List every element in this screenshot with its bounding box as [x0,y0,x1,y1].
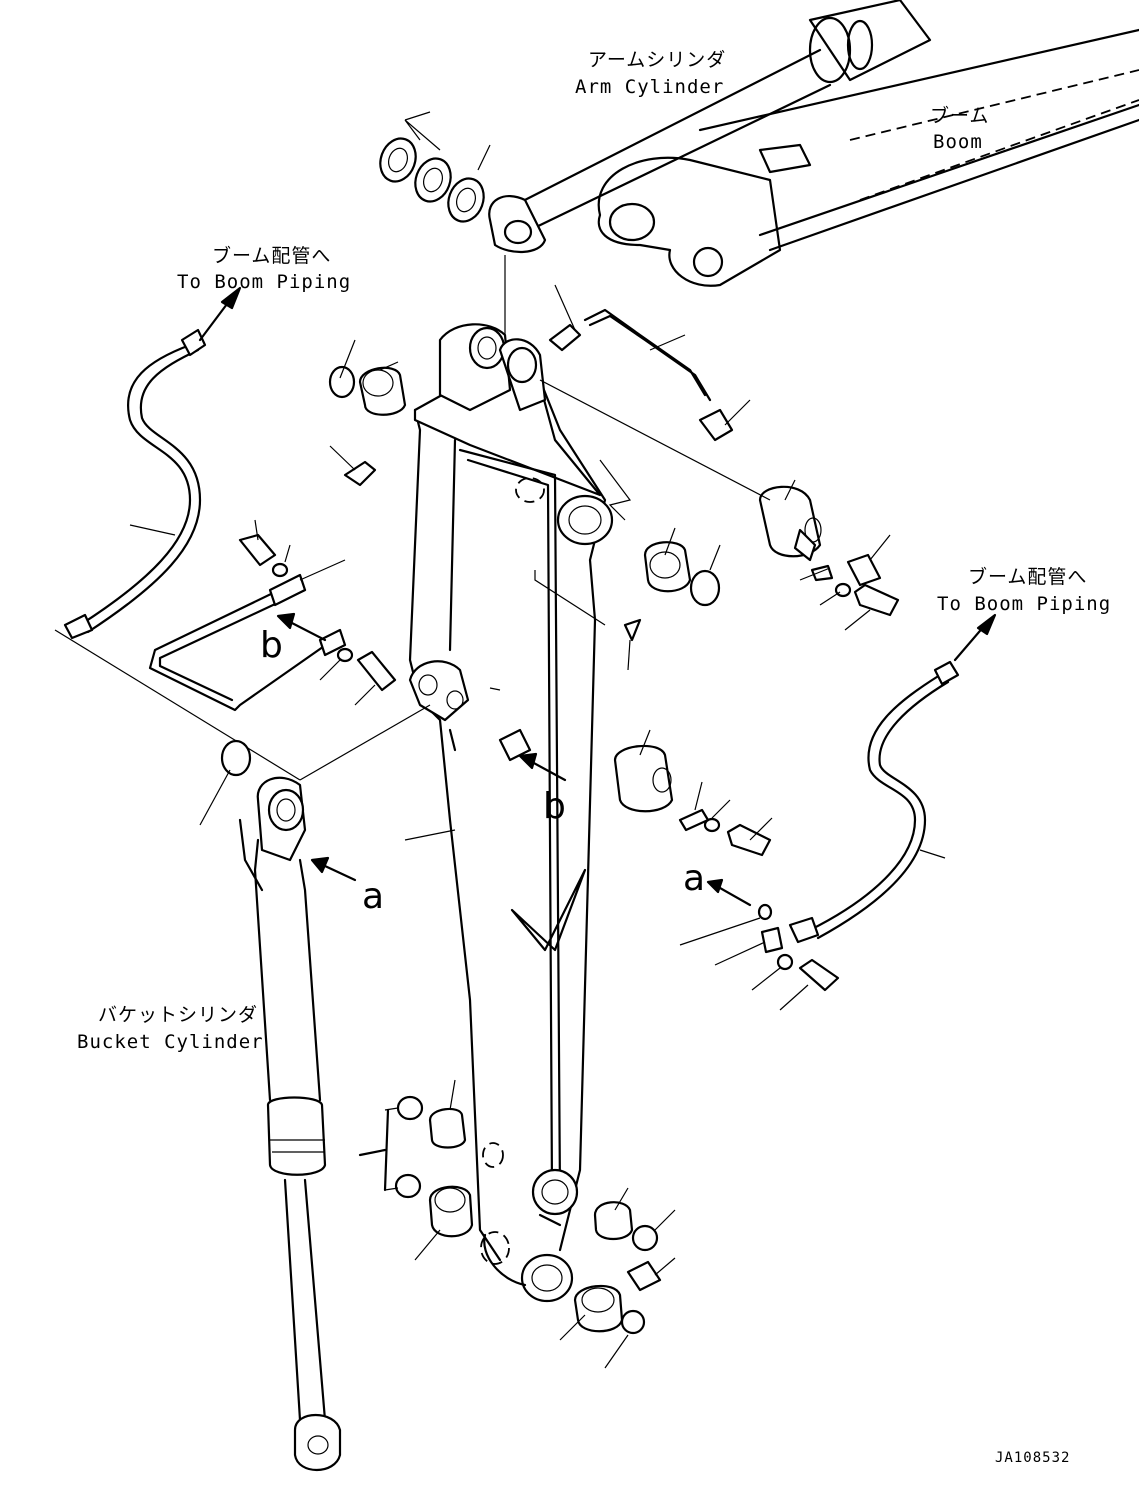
boom [597,28,1139,287]
arm-cylinder-label-jp: アームシリンダ [588,49,726,71]
arm-body [408,323,632,1303]
upper-bushing-set [328,339,407,487]
arrow-right-head [976,613,997,636]
leader-bucket-cyl [299,704,431,781]
callout-b-upper-arrow [288,620,327,642]
callout-a-left-head [310,856,330,874]
right-boom-piping-label-en: To Boom Piping [937,593,1111,615]
right-hose-fittings [679,903,840,1011]
lower-bushings-left [358,1079,474,1261]
arrow-left-boom-piping [198,298,232,342]
callout-b-upper-label: b [260,625,283,666]
bucket-cylinder-pin [613,729,773,857]
right-hose [788,660,960,944]
boom-label-en: Boom [933,131,983,153]
callout-a-right-arrow [718,886,752,907]
callout-a-left-arrow [323,864,357,882]
arm-cylinder-label-en: Arm Cylinder [575,76,724,98]
callout-b-lower-arrow [530,760,567,782]
left-boom-piping-label-jp: ブーム配管へ [212,244,331,267]
shim-group-top [379,111,491,223]
bucket-cylinder-label-jp: バケットシリンダ [98,1004,258,1026]
arrow-left-head [220,286,242,310]
callout-b-lower-label: b [543,786,566,827]
callout-b-upper-head [276,612,296,630]
callout-a-left-label: a [362,876,384,917]
grease-fitting-top [548,284,751,442]
leader-lines [404,255,771,841]
left-boom-piping-label-en: To Boom Piping [177,271,351,293]
callout-b-lower-head [518,752,538,770]
arm-pin-right [758,479,900,631]
pipe-clamp [148,519,532,762]
callout-a-right-head [706,878,724,894]
arrow-right-boom-piping [953,623,987,662]
bucket-cylinder [199,739,342,1471]
bucket-cylinder-label-en: Bucket Cylinder [77,1031,264,1053]
right-boom-piping-label-jp: ブーム配管へ [968,565,1087,588]
left-hose [54,328,301,781]
arm-bushing-mid [534,527,721,671]
callout-a-right-label: a [683,858,705,899]
lower-bushings-right [559,1187,676,1369]
boom-label-jp: ブーム [930,104,989,127]
arm-cylinder [488,0,932,253]
drawing-code: JA108532 [995,1450,1070,1466]
